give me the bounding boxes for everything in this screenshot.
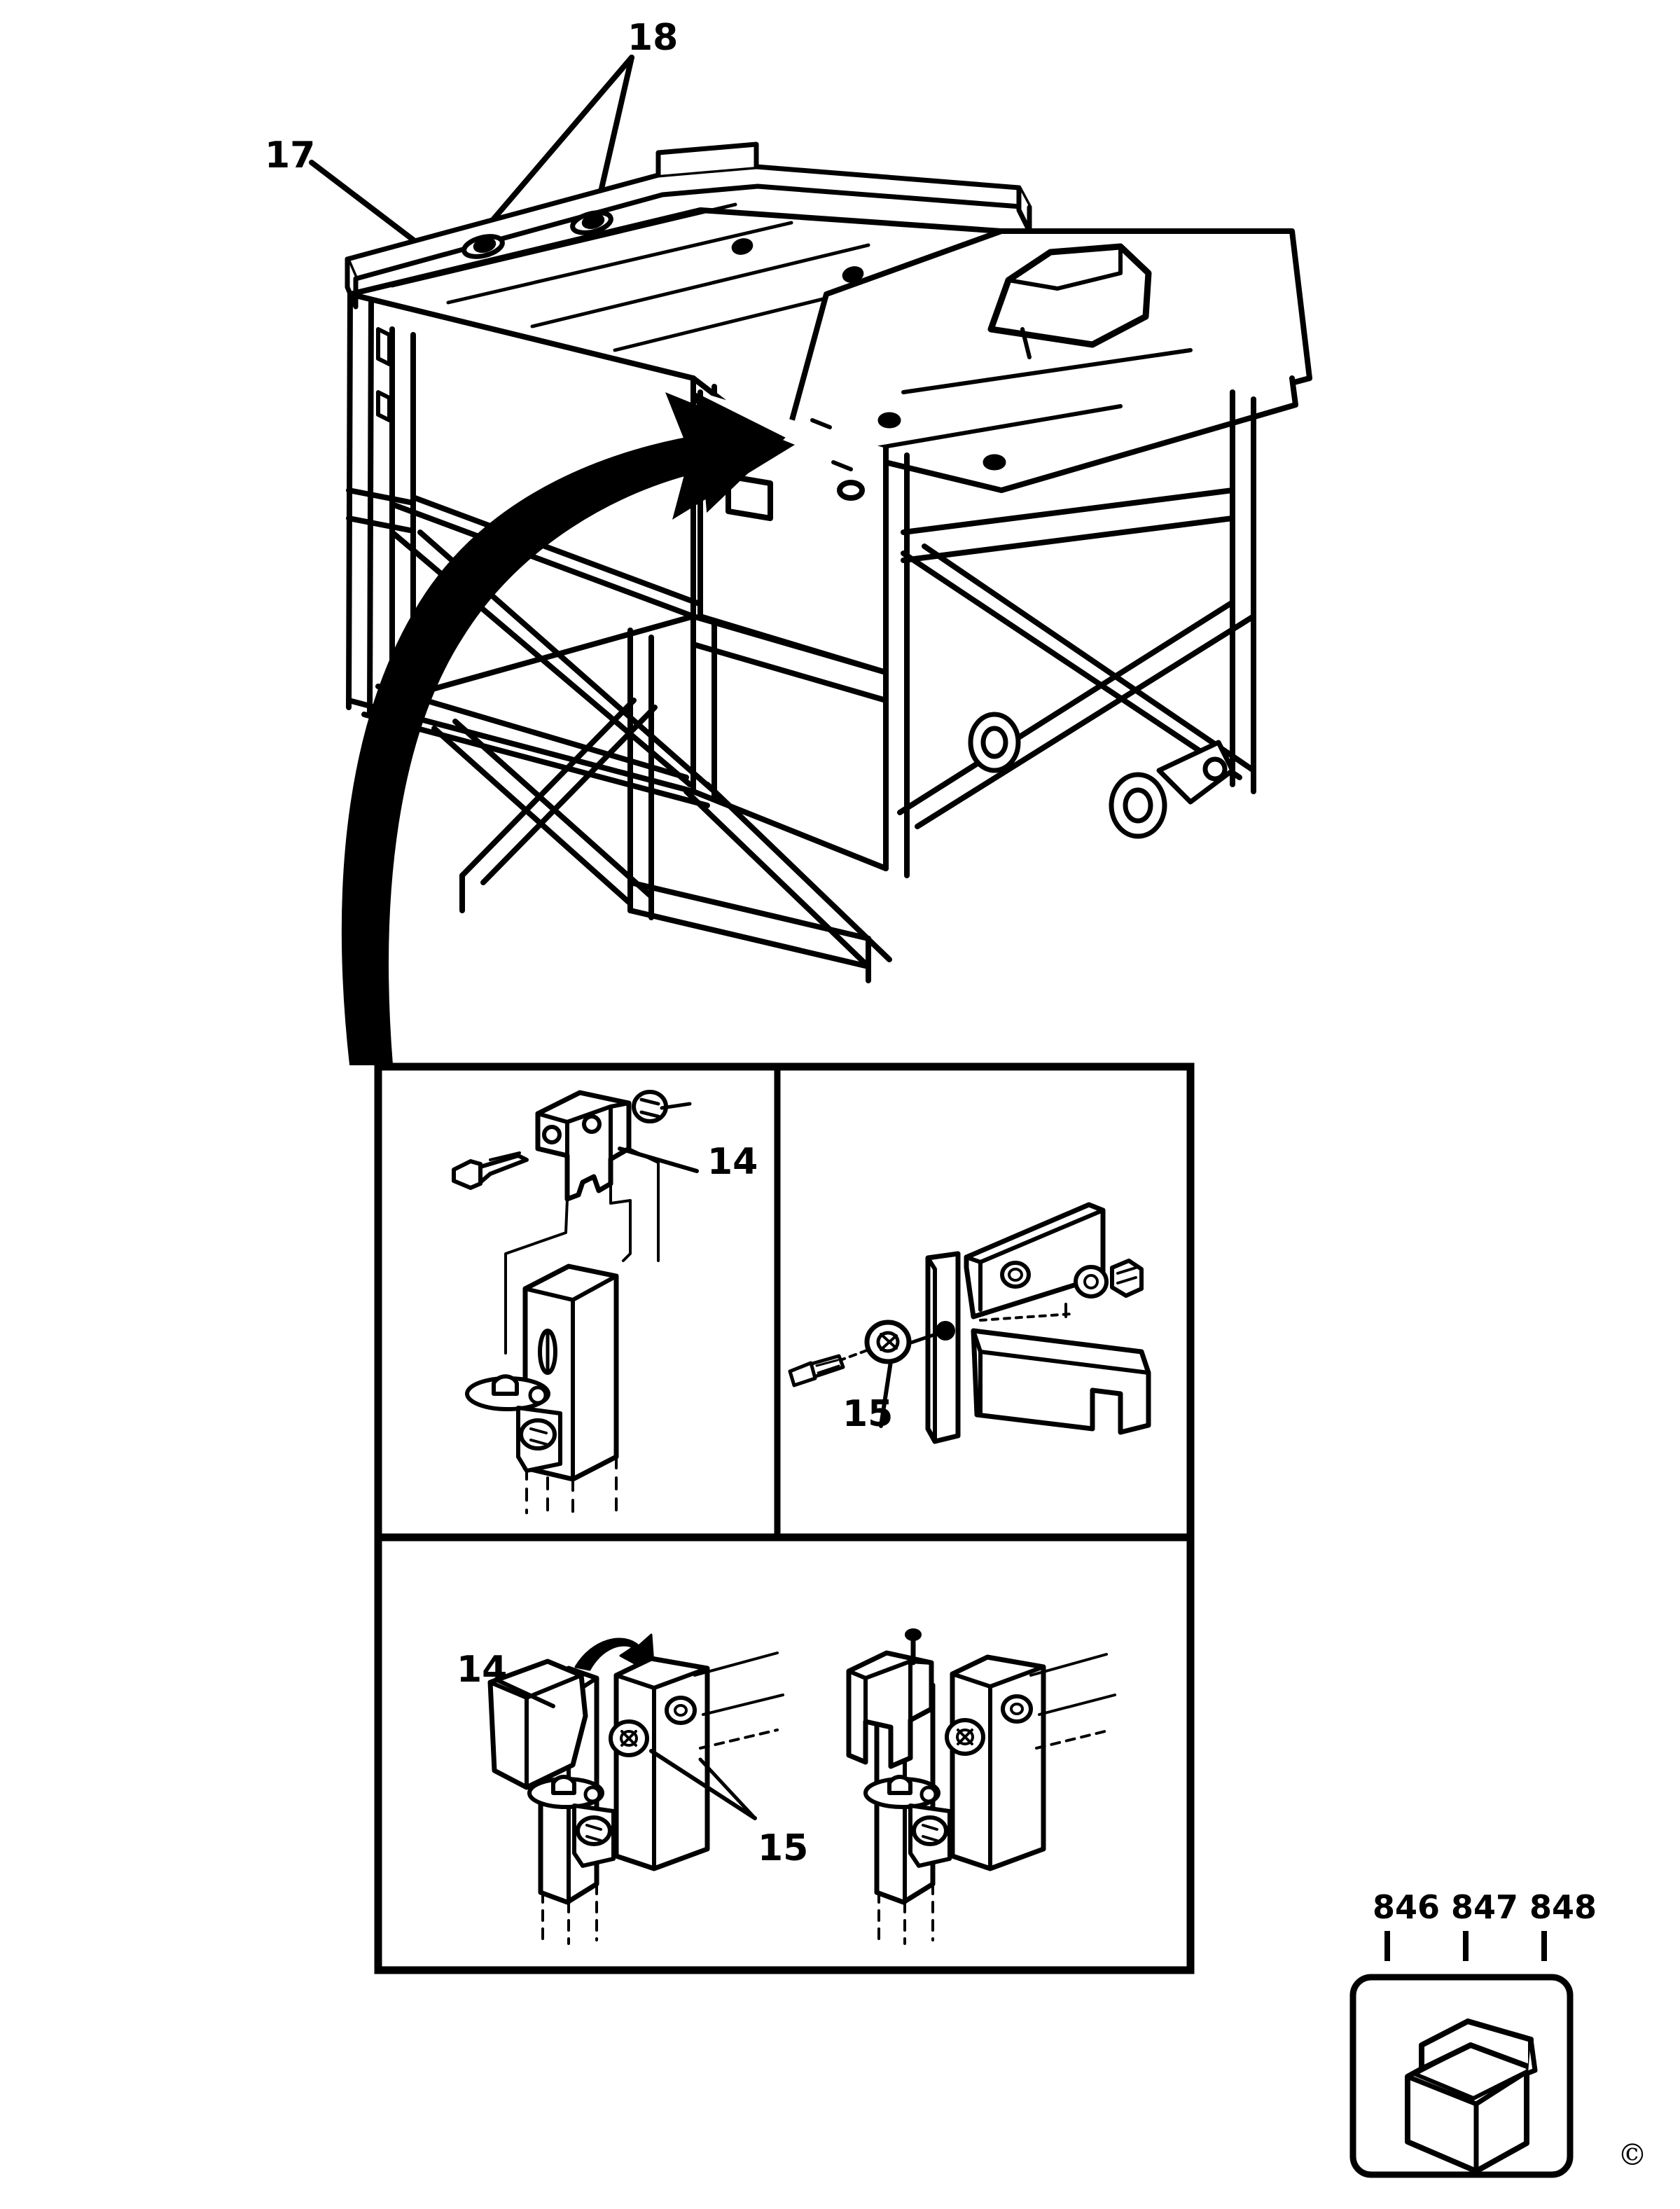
copyright-symbol: © bbox=[1618, 2138, 1647, 2172]
open-box-icon bbox=[1405, 2018, 1538, 2174]
lock-nut bbox=[632, 1090, 668, 1123]
panel-callout-14-bottom: 14 bbox=[457, 1649, 508, 1691]
panel-callout-14-top: 14 bbox=[707, 1141, 758, 1183]
leader-panel-14 bbox=[618, 1147, 699, 1173]
legend-number-847: 847 bbox=[1451, 1888, 1519, 1926]
leader-bottom-15a bbox=[649, 1749, 757, 1820]
right-leg-frame bbox=[883, 389, 1256, 878]
leader-18a bbox=[480, 55, 634, 234]
saw-housing bbox=[987, 243, 1152, 359]
top-rail-17 bbox=[345, 141, 1032, 310]
callout-17: 17 bbox=[265, 134, 316, 176]
extension-table bbox=[761, 228, 1312, 493]
legend-number-848: 848 bbox=[1529, 1888, 1597, 1926]
leg-clamp bbox=[465, 1374, 562, 1473]
leader-17 bbox=[309, 160, 423, 248]
right-nut-washer bbox=[979, 1259, 1144, 1322]
washer-screw-15 bbox=[788, 1320, 912, 1387]
panel-callout-15-top: 15 bbox=[842, 1393, 894, 1435]
leader-bottom-14 bbox=[494, 1677, 555, 1708]
callout-18: 18 bbox=[627, 17, 679, 59]
rotation-arrow-icon bbox=[574, 1633, 655, 1675]
legend-number-846: 846 bbox=[1373, 1888, 1441, 1926]
bottom-left-figure bbox=[487, 1633, 784, 1945]
caster-wheels bbox=[968, 712, 1235, 839]
panel-bottom-art bbox=[487, 1628, 1116, 1945]
leader-panel-15 bbox=[879, 1359, 893, 1428]
bottom-right-figure bbox=[846, 1628, 1116, 1945]
hex-bolt bbox=[452, 1151, 529, 1190]
leader-bottom-15b bbox=[698, 1757, 757, 1820]
panel-top-left-art bbox=[452, 1090, 699, 1518]
panel-top-right-art bbox=[788, 1202, 1151, 1444]
panel-callout-15-bottom: 15 bbox=[758, 1827, 809, 1869]
